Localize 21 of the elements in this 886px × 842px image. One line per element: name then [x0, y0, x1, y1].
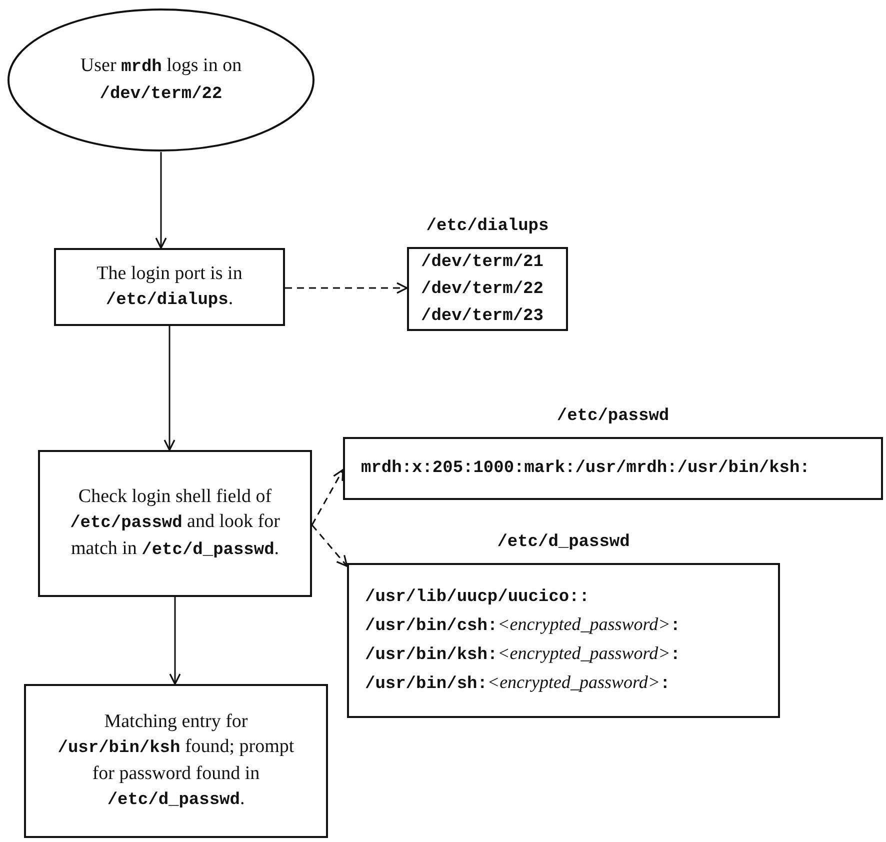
arrow [311, 524, 348, 567]
file-name: /etc/d_passwd [496, 532, 631, 554]
arrow [285, 282, 408, 294]
arrow [164, 326, 176, 451]
file-entry: /usr/bin/sh:<encrypted_password>: [365, 670, 670, 696]
arrow [155, 152, 167, 249]
arrow [169, 597, 181, 685]
file-name: /etc/dialups [425, 216, 550, 238]
file-entry: mrdh:x:205:1000:mark:/usr/mrdh:/usr/bin/ksh: [361, 458, 810, 480]
step-text: User mrdh logs in on /dev/term/22 [79, 54, 243, 106]
file-entry: /usr/lib/uucp/uucico:: [365, 586, 590, 608]
file-entry: /dev/term/21 [421, 252, 544, 274]
file-name: /etc/passwd [556, 406, 670, 428]
file-entry: /dev/term/23 [421, 306, 544, 328]
step-text: Check login shell field of /etc/passwd and look for match in /etc/d_passwd. [69, 485, 281, 562]
arrow [311, 468, 344, 526]
file-entry: /dev/term/22 [421, 278, 544, 300]
file-entry: /usr/bin/ksh:<encrypted_password>: [365, 642, 680, 666]
file-entry: /usr/bin/csh:<encrypted_password>: [365, 612, 680, 638]
step-text: The login port is in /etc/dialups. [96, 262, 244, 312]
step-text: Matching entry for /usr/bin/ksh found; prompt for password found in /etc/d_passwd. [56, 710, 296, 812]
